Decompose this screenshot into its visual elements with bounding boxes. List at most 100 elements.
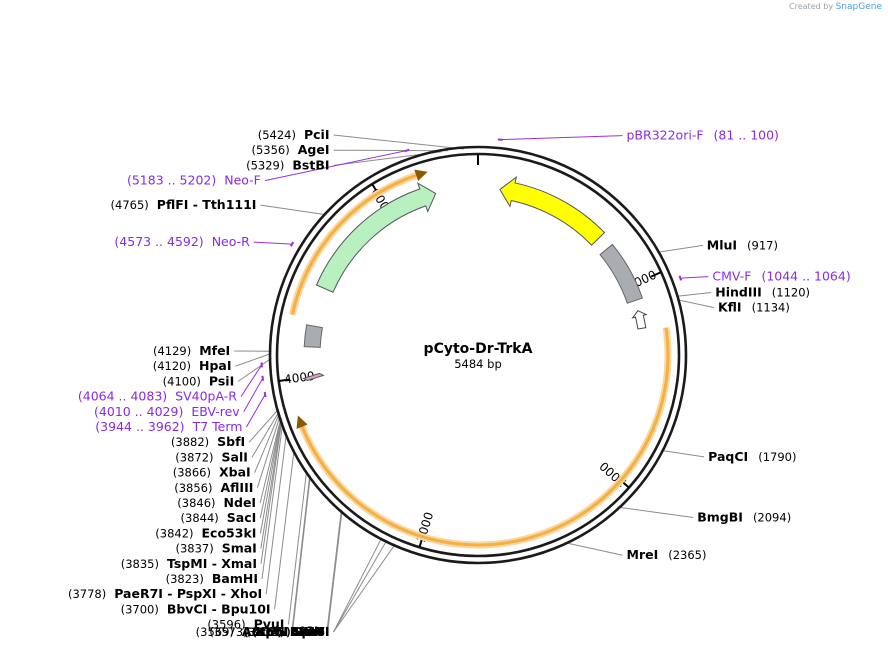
primer-name: Neo-R [212,234,250,249]
feature-neor-kanr[interactable] [315,182,437,293]
enzyme-bmgbi[interactable]: BmgBI(2094) [697,509,791,524]
leader-line [274,449,295,610]
tev-site-marker [302,372,325,381]
enzyme-position: (3369) [246,625,284,639]
enzyme-name: BmgBI [697,509,743,524]
feature-ori[interactable] [499,175,606,246]
enzyme-bsiwi[interactable]: (3102)BsiWI [244,624,330,639]
label-text: (3165)NcoI [252,624,329,639]
enzyme-pcii[interactable]: (5424)PciI [258,127,330,142]
enzyme-sbfi[interactable]: (3882)SbfI [171,434,245,449]
primer-mark [497,138,503,141]
leader-line [259,417,282,504]
enzyme-position: (1120) [772,285,810,299]
primer-mark [678,275,683,281]
enzyme-pvui[interactable]: (3596)PvuI [207,616,284,631]
primer-mark [263,391,267,398]
enzyme-name: BamHI [212,570,258,585]
enzyme-psii[interactable]: (4100)PsiI [163,373,235,388]
enzyme-ahdi[interactable]: (3373)AhdI [244,624,322,639]
primer-cmv-f[interactable]: CMV-F(1044 .. 1064) [678,268,851,283]
leader-line [675,291,712,297]
label-text: (3596)PvuI [207,616,284,631]
enzyme-position: (3596) [207,617,245,631]
enzyme-hindiii[interactable]: HindIII(1120) [715,284,810,299]
enzyme-position: (3700) [121,602,159,616]
enzyme-mrei[interactable]: MreI(2365) [627,547,707,562]
enzyme-name: SacI [227,510,257,525]
backbone-outer-ring [268,145,688,565]
leader-line [327,510,343,633]
enzyme-kpni[interactable]: (3573)KpnI [209,624,287,639]
enzyme-position: (3882) [171,435,209,449]
enzyme-paer7i-pspxi-xhoi[interactable]: (3778)PaeR7I - PspXI - XhoI [68,586,262,601]
enzyme-spei[interactable]: (3369) SpeI [246,624,323,639]
enzyme-name: AflIII [220,479,253,494]
enzyme-bbvci-bpu10i[interactable]: (3700)BbvCI - Bpu10I [121,601,271,616]
primer-range: (3944 .. 3962) [95,418,184,433]
enzyme-position: (4120) [153,359,191,373]
enzyme-ncoi[interactable]: (3165)NcoI [252,624,329,639]
enzyme-name: SmaI [222,540,257,555]
enzyme-hpai[interactable]: (4120)HpaI [153,358,232,373]
enzyme-ndei[interactable]: (3846)NdeI [177,494,256,509]
enzyme-saci[interactable]: (3844)SacI [181,510,257,525]
feature-cmvd2-promoter[interactable] [631,310,648,330]
leader-line [260,419,283,564]
primer-t7-term[interactable]: (3944 .. 3962)T7 Term [95,391,267,433]
primer-range: (4010 .. 4029) [94,403,183,418]
leader-line [564,542,623,556]
enzyme-kfli[interactable]: KflI (1134) [718,299,790,314]
primer-name: EBV-rev [191,403,240,418]
credit-prefix: Created by [789,2,834,11]
label-text: (3700)BbvCI - Bpu10I [121,601,271,616]
primer-range: (81 .. 100) [714,127,779,142]
enzyme-bbsi[interactable]: (3141)BbsI [253,624,330,639]
enzyme-position: (3856) [174,480,212,494]
enzyme-eco53ki[interactable]: (3842)Eco53kI [155,525,256,540]
enzyme-agei[interactable]: (5356)AgeI [251,142,329,157]
enzyme-position: (5329) [246,158,284,172]
enzyme-position: (3569) [196,625,234,639]
orfs [288,169,672,549]
primer-neo-r[interactable]: (4573 .. 4592) Neo-R [114,234,295,249]
primer-ebv-rev[interactable]: (4010 .. 4029) EBV-rev [94,375,265,418]
feature-tev-site[interactable] [302,372,325,381]
leader-line [251,411,280,458]
enzyme-position: (4100) [163,374,201,388]
leader-line [680,276,709,279]
feature-sv40-poly-a-signal[interactable] [303,324,323,348]
primer-pbr322ori-f[interactable]: pBR322ori-F(81 .. 100) [497,127,779,142]
plasmid-size: 5484 bp [454,357,502,371]
enzyme-sali[interactable]: (3872)SalI [175,449,248,464]
primer-range: (4573 .. 4592) [114,234,203,249]
label-text: (3842)Eco53kI [155,525,256,540]
enzyme-position: (1134) [752,300,790,314]
enzyme-acc65i[interactable]: (3569)Acc65I [196,624,289,639]
enzyme-paqci[interactable]: PaqCI(1790) [708,448,796,463]
enzyme-name: KflI [718,299,742,314]
leader-line [333,543,396,633]
enzyme-mlui[interactable]: MluI(917) [707,237,778,252]
label-text: (3882)SbfI [171,434,245,449]
enzyme-pflfi-tth111i[interactable]: (4765)PflFI - Tth111I [111,197,257,212]
enzyme-name: SpeI [293,624,324,639]
enzyme-name: BsiWI [290,624,330,639]
enzyme-mfei[interactable]: (4129)MfeI [153,342,230,357]
primer-sv40pa-r[interactable]: (4064 .. 4083)SV40pA-R [78,362,263,403]
label-text: pBR322ori-F(81 .. 100) [627,127,779,142]
enzyme-xbai[interactable]: (3866)XbaI [173,464,251,479]
enzyme-position: (3835) [121,556,159,570]
label-text: (4765)PflFI - Tth111I [111,197,257,212]
primer-neo-f[interactable]: (5183 .. 5202)Neo-F [127,148,410,187]
feature-arrow [315,182,437,293]
label-text: HindIII(1120) [715,284,810,299]
enzyme-smai[interactable]: (3837)SmaI [175,540,256,555]
tick-mark [650,271,662,278]
feature-cer-region[interactable] [599,243,644,304]
enzyme-bstbi[interactable]: (5329)BstBI [246,157,329,172]
enzyme-afliii[interactable]: (3856) AflIII [174,479,253,494]
enzyme-bamhi[interactable]: (3823)BamHI [166,570,258,585]
enzyme-tspmi-xmai[interactable]: (3835)TspMI - XmaI [121,555,257,570]
